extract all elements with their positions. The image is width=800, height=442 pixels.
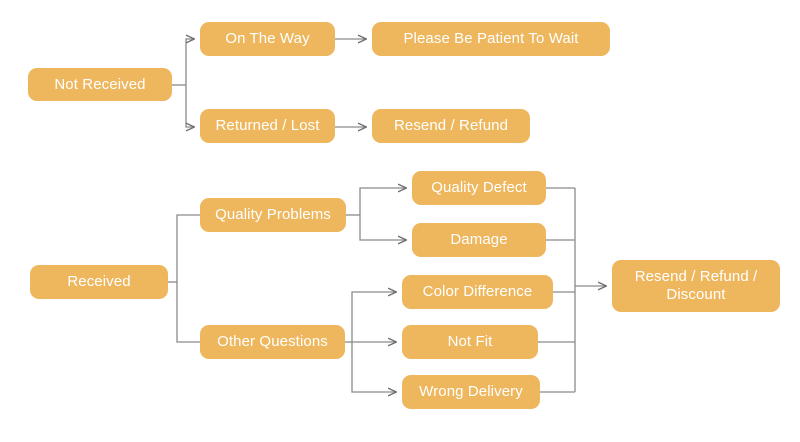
node-resend-refund-discount[interactable]: Resend / Refund / Discount xyxy=(612,260,780,312)
edge-received-other-questions xyxy=(176,282,200,343)
node-please-be-patient-to-wait[interactable]: Please Be Patient To Wait xyxy=(372,22,610,56)
node-received[interactable]: Received xyxy=(30,265,168,299)
node-other-questions[interactable]: Other Questions xyxy=(200,325,345,359)
edge-received-quality-problems xyxy=(176,214,200,282)
node-on-the-way[interactable]: On The Way xyxy=(200,22,335,56)
node-color-difference[interactable]: Color Difference xyxy=(402,275,553,309)
node-not-received[interactable]: Not Received xyxy=(28,68,172,101)
edge-not-received-on-the-way xyxy=(185,39,194,85)
node-not-fit[interactable]: Not Fit xyxy=(402,325,538,359)
edge-not-received-returned-lost xyxy=(185,85,194,127)
node-wrong-delivery[interactable]: Wrong Delivery xyxy=(402,375,540,409)
node-damage[interactable]: Damage xyxy=(412,223,546,257)
node-quality-problems[interactable]: Quality Problems xyxy=(200,198,346,232)
node-resend-refund[interactable]: Resend / Refund xyxy=(372,109,530,143)
edge-quality-problems-damage xyxy=(359,215,406,240)
edge-other-questions-wrong-delivery xyxy=(351,342,396,392)
node-quality-defect[interactable]: Quality Defect xyxy=(412,171,546,205)
edge-other-questions-color-difference xyxy=(351,292,396,342)
edge-quality-problems-quality-defect xyxy=(359,188,406,215)
node-returned-lost[interactable]: Returned / Lost xyxy=(200,109,335,143)
